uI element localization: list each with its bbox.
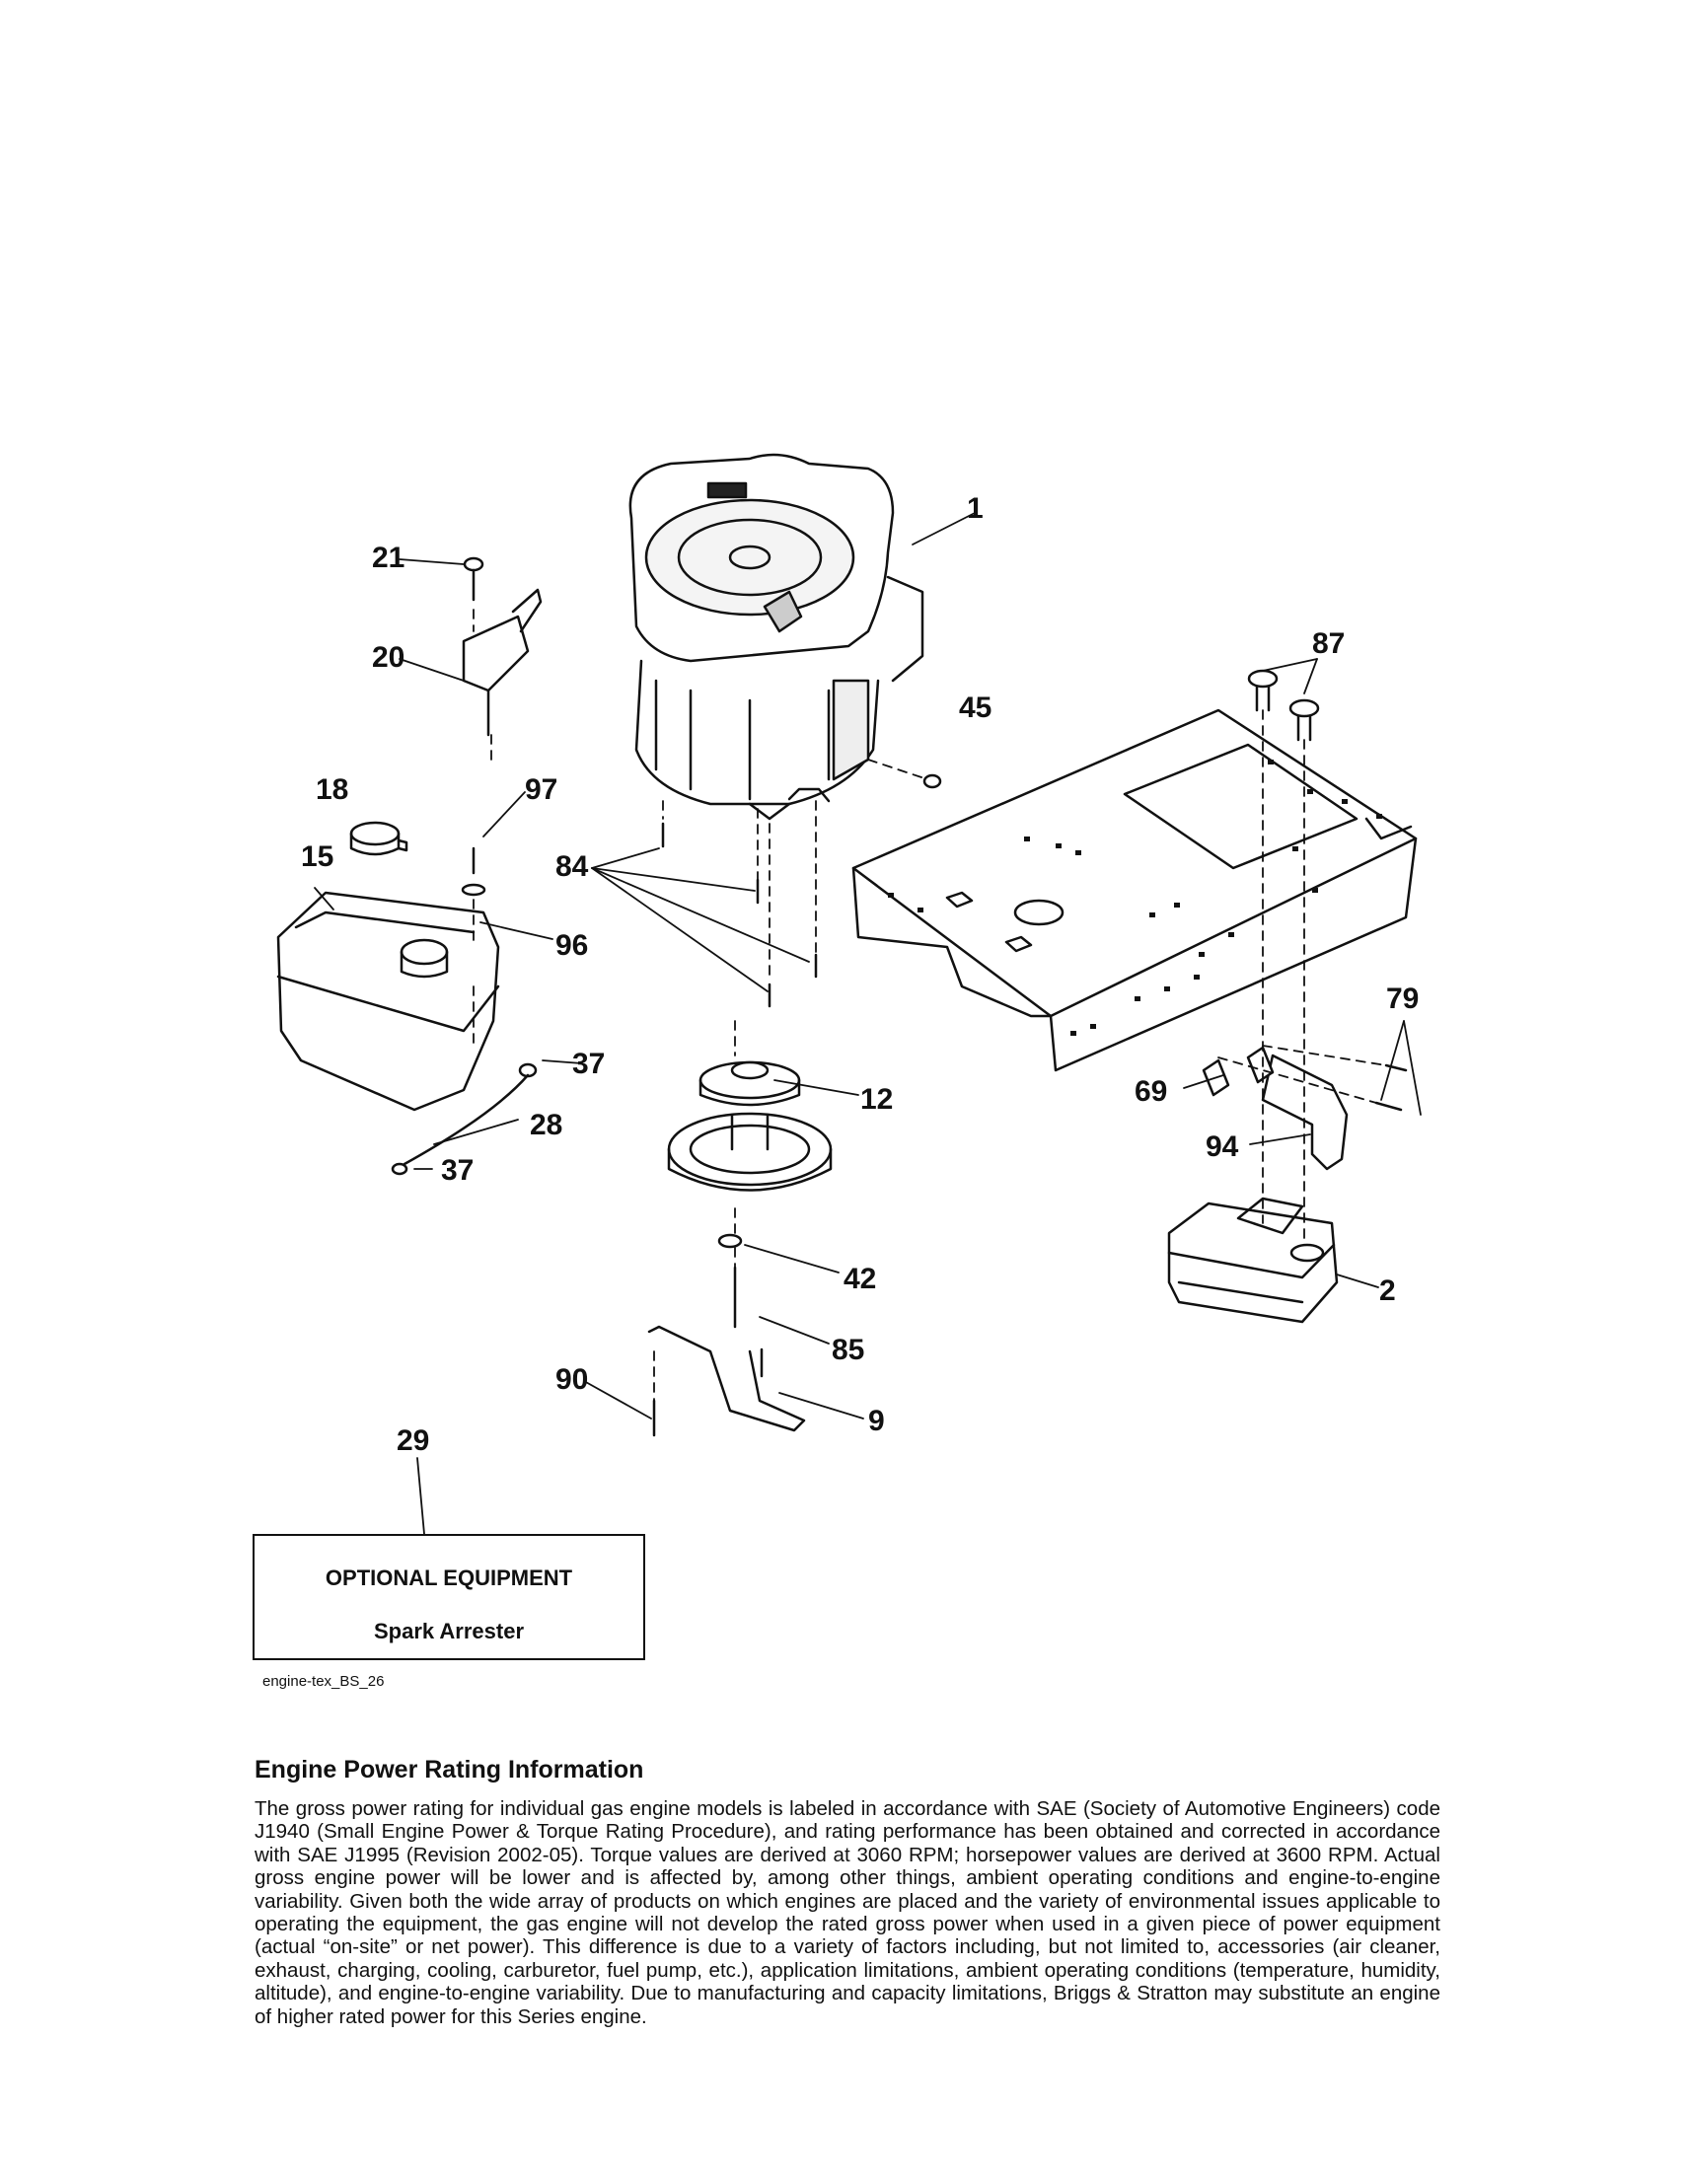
exploded-parts-diagram: 1 21 20 87 45 18 97 15 84 96 79 37 12 69… (276, 453, 1422, 1535)
label-part-90: 90 (555, 1363, 588, 1396)
label-part-12: 12 (860, 1083, 893, 1116)
label-part-9: 9 (868, 1405, 885, 1437)
optional-equipment-title: OPTIONAL EQUIPMENT (325, 1565, 573, 1590)
label-part-28: 28 (530, 1109, 562, 1141)
label-part-15: 15 (301, 840, 333, 873)
label-part-97: 97 (525, 773, 557, 806)
label-part-85: 85 (832, 1334, 864, 1366)
label-part-20: 20 (372, 641, 404, 674)
label-part-18: 18 (316, 773, 348, 806)
label-part-69: 69 (1135, 1075, 1167, 1108)
optional-equipment-box: OPTIONAL EQUIPMENT Spark Arrester (253, 1534, 645, 1660)
label-part-37-upper: 37 (572, 1048, 605, 1080)
engine-pulley-drawing (667, 1060, 833, 1192)
label-part-87: 87 (1312, 627, 1345, 660)
fuel-tank-drawing (276, 821, 500, 1112)
mower-deck-frame (851, 708, 1418, 1072)
leader-lines (314, 511, 1422, 1535)
engine-drawing (628, 453, 924, 821)
label-part-37-lower: 37 (441, 1154, 474, 1187)
label-part-21: 21 (372, 542, 404, 574)
label-part-96: 96 (555, 929, 588, 962)
muffler-drawing (1167, 1046, 1349, 1324)
label-part-84: 84 (555, 850, 589, 883)
label-part-79: 79 (1386, 983, 1419, 1015)
figure-code: engine-tex_BS_26 (262, 1673, 385, 1690)
label-part-1: 1 (967, 492, 984, 525)
label-part-45: 45 (959, 692, 991, 724)
label-part-2: 2 (1379, 1274, 1396, 1307)
throttle-control-drawing (462, 556, 543, 737)
info-heading: Engine Power Rating Information (255, 1756, 644, 1784)
label-part-42: 42 (844, 1263, 876, 1295)
label-part-29: 29 (397, 1424, 429, 1457)
label-part-94: 94 (1206, 1130, 1239, 1163)
part-labels: 1 21 20 87 45 18 97 15 84 96 79 37 12 69… (301, 492, 1419, 1457)
info-paragraph: The gross power rating for individual ga… (255, 1797, 1440, 2028)
optional-equipment-item: Spark Arrester (373, 1619, 525, 1643)
assembly-guide-lines (473, 609, 1387, 1402)
hardware-drawing (391, 669, 1408, 1437)
